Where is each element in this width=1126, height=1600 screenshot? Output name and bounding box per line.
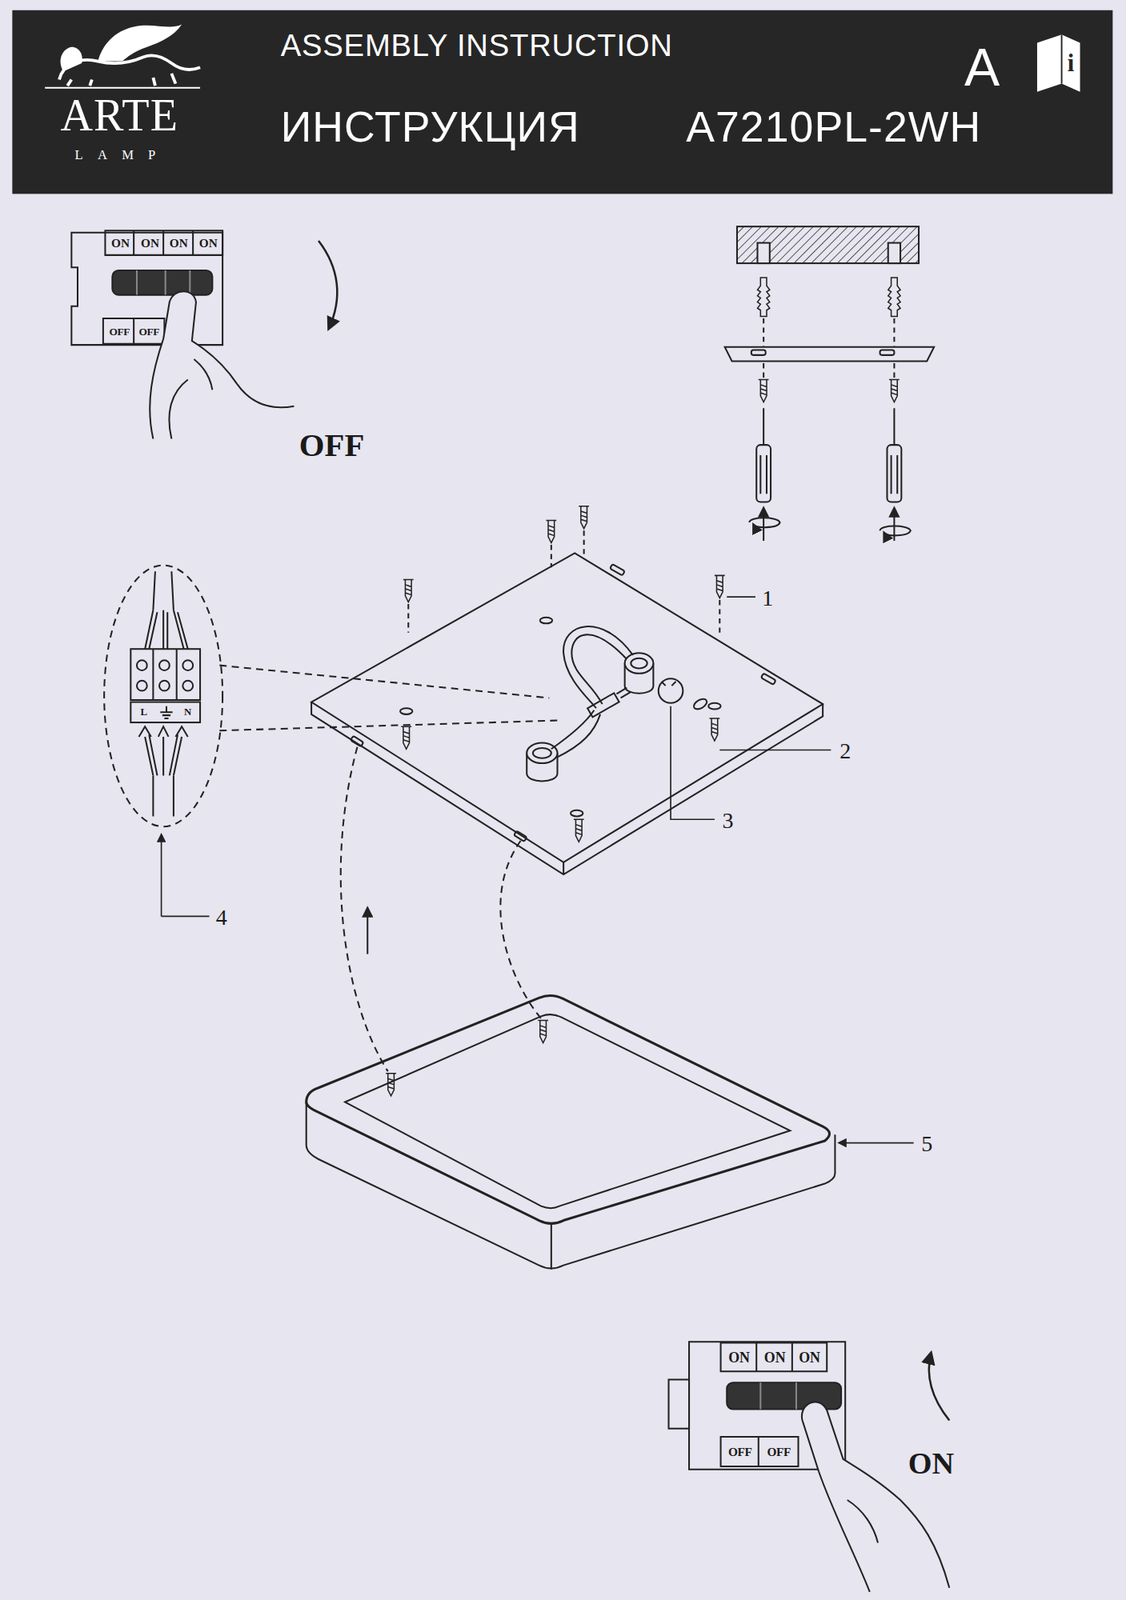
info-icon-letter: i [1067, 51, 1075, 77]
switch-state: OFF [138, 326, 160, 337]
terminal-label: N [184, 707, 192, 718]
leader-lines [161, 597, 914, 1143]
header-heading: ИНСТРУКЦИЯ [280, 106, 581, 150]
language-mark: A [964, 40, 1000, 94]
callout-number: 5 [921, 1133, 933, 1156]
shade-ring [306, 747, 836, 1271]
model-number: A7210PL-2WH [685, 106, 982, 150]
callout-number: 1 [761, 586, 774, 610]
step-label: OFF [299, 429, 365, 463]
step-label: ON [908, 1448, 954, 1479]
terminal-label: L [140, 707, 149, 718]
breaker-on [669, 1342, 950, 1593]
switch-state: ON [764, 1351, 786, 1367]
header-title: ASSEMBLY INSTRUCTION [280, 30, 674, 61]
switch-state: OFF [108, 326, 130, 337]
switch-state: ON [111, 236, 130, 249]
header-band [12, 10, 1113, 195]
brand-subtitle: LAMP [75, 148, 171, 163]
terminal-detail [104, 565, 560, 828]
switch-state: OFF [766, 1446, 791, 1459]
switch-state: OFF [728, 1446, 753, 1459]
base-plate [311, 506, 823, 875]
ceiling-bracket [725, 226, 934, 541]
callout-number: 3 [721, 809, 734, 833]
switch-state: ON [199, 236, 218, 249]
switch-state: ON [140, 236, 160, 249]
switch-state: ON [798, 1351, 821, 1367]
brand-name: ARTE [60, 92, 179, 138]
callout-number: 4 [216, 906, 228, 930]
switch-state: ON [169, 236, 189, 249]
breaker-off [71, 230, 337, 439]
switch-state: ON [728, 1351, 750, 1367]
callout-number: 2 [839, 740, 851, 763]
